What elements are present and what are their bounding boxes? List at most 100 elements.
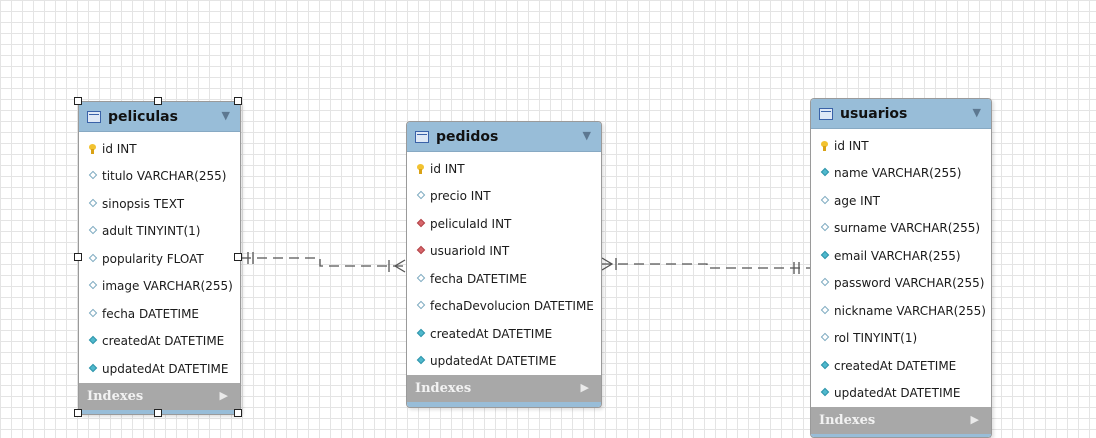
table-bottom-bar	[811, 434, 991, 437]
column-row[interactable]: fechaDevolucion DATETIME	[407, 293, 601, 321]
column-label: createdAt DATETIME	[834, 358, 957, 373]
column-label: password VARCHAR(255)	[834, 276, 985, 291]
empty-diamond-icon	[820, 278, 830, 288]
empty-diamond-icon	[88, 254, 98, 264]
table-header[interactable]: pedidos ▼	[407, 122, 601, 152]
column-row[interactable]: createdAt DATETIME	[811, 352, 991, 380]
empty-diamond-icon	[88, 281, 98, 291]
foreign-key-diamond-icon	[416, 246, 426, 256]
column-row[interactable]: peliculaId INT	[407, 210, 601, 238]
filled-diamond-icon	[820, 361, 830, 371]
column-row[interactable]: fecha DATETIME	[407, 265, 601, 293]
column-row[interactable]: updatedAt DATETIME	[811, 380, 991, 408]
empty-diamond-icon	[88, 226, 98, 236]
expand-arrow-icon[interactable]: ▶	[580, 381, 589, 394]
column-row[interactable]: surname VARCHAR(255)	[811, 215, 991, 243]
column-label: nickname VARCHAR(255)	[834, 303, 986, 318]
column-label: adult TINYINT(1)	[102, 224, 201, 239]
table-name: peliculas	[108, 108, 178, 125]
column-list: id INT name VARCHAR(255) age INT surname VA…	[811, 129, 991, 407]
column-label: email VARCHAR(255)	[834, 248, 961, 263]
column-row[interactable]: updatedAt DATETIME	[79, 355, 240, 383]
table-peliculas[interactable]: peliculas ▼ id INT titulo VARCHAR(255) sin…	[78, 101, 241, 415]
resize-handle[interactable]	[74, 409, 82, 417]
indexes-section[interactable]: Indexes ▶	[407, 375, 601, 402]
column-row[interactable]: id INT	[811, 132, 991, 160]
column-label: rol TINYINT(1)	[834, 331, 918, 346]
column-label: createdAt DATETIME	[430, 326, 553, 341]
resize-handle[interactable]	[234, 97, 242, 105]
collapse-arrow-icon[interactable]: ▼	[221, 109, 230, 122]
column-label: id INT	[834, 138, 869, 153]
empty-diamond-icon	[820, 196, 830, 206]
column-label: titulo VARCHAR(255)	[102, 169, 227, 184]
resize-handle[interactable]	[74, 253, 82, 261]
column-label: image VARCHAR(255)	[102, 279, 233, 294]
column-row[interactable]: age INT	[811, 187, 991, 215]
resize-handle[interactable]	[154, 409, 162, 417]
column-row[interactable]: popularity FLOAT	[79, 245, 240, 273]
column-list: id INT titulo VARCHAR(255) sinopsis TEXT ad…	[79, 132, 240, 383]
table-usuarios[interactable]: usuarios ▼ id INT name VARCHAR(255) age IN…	[810, 98, 992, 438]
filled-diamond-icon	[88, 364, 98, 374]
column-row[interactable]: usuarioId INT	[407, 238, 601, 266]
column-label: updatedAt DATETIME	[102, 361, 229, 376]
column-row[interactable]: password VARCHAR(255)	[811, 270, 991, 298]
column-row[interactable]: name VARCHAR(255)	[811, 160, 991, 188]
column-label: updatedAt DATETIME	[834, 386, 961, 401]
indexes-label: Indexes	[87, 388, 144, 404]
filled-diamond-icon	[820, 168, 830, 178]
indexes-label: Indexes	[819, 413, 876, 428]
filled-diamond-icon	[820, 388, 830, 398]
resize-handle[interactable]	[154, 97, 162, 105]
column-label: createdAt DATETIME	[102, 334, 225, 349]
resize-handle[interactable]	[234, 409, 242, 417]
column-label: precio INT	[430, 189, 491, 204]
empty-diamond-icon	[88, 199, 98, 209]
column-label: popularity FLOAT	[102, 251, 204, 266]
table-name: usuarios	[840, 105, 908, 122]
column-row[interactable]: id INT	[79, 135, 240, 163]
filled-diamond-icon	[416, 329, 426, 339]
column-label: age INT	[834, 193, 881, 208]
indexes-label: Indexes	[415, 381, 472, 396]
column-label: sinopsis TEXT	[102, 196, 185, 211]
indexes-section[interactable]: Indexes ▶	[79, 382, 240, 410]
indexes-section[interactable]: Indexes ▶	[811, 407, 991, 434]
column-row[interactable]: sinopsis TEXT	[79, 190, 240, 218]
column-row[interactable]: createdAt DATETIME	[407, 320, 601, 348]
resize-handle[interactable]	[74, 97, 82, 105]
table-bottom-bar	[407, 402, 601, 407]
filled-diamond-icon	[820, 251, 830, 261]
expand-arrow-icon[interactable]: ▶	[970, 413, 979, 426]
table-icon	[819, 107, 833, 120]
filled-diamond-icon	[416, 356, 426, 366]
column-label: id INT	[102, 141, 137, 156]
column-row[interactable]: precio INT	[407, 183, 601, 211]
expand-arrow-icon[interactable]: ▶	[219, 388, 228, 402]
column-row[interactable]: id INT	[407, 155, 601, 183]
column-row[interactable]: fecha DATETIME	[79, 300, 240, 328]
column-row[interactable]: rol TINYINT(1)	[811, 325, 991, 353]
filled-diamond-icon	[88, 336, 98, 346]
column-row[interactable]: titulo VARCHAR(255)	[79, 163, 240, 191]
table-pedidos[interactable]: pedidos ▼ id INT precio INT peliculaId INT…	[406, 121, 602, 408]
resize-handle[interactable]	[234, 253, 242, 261]
column-row[interactable]: image VARCHAR(255)	[79, 273, 240, 301]
column-row[interactable]: nickname VARCHAR(255)	[811, 297, 991, 325]
table-header[interactable]: usuarios ▼	[811, 99, 991, 129]
column-row[interactable]: adult TINYINT(1)	[79, 218, 240, 246]
column-label: updatedAt DATETIME	[430, 354, 557, 369]
collapse-arrow-icon[interactable]: ▼	[582, 129, 591, 142]
relationship-pedidos-usuarios	[602, 263, 810, 269]
collapse-arrow-icon[interactable]: ▼	[972, 106, 981, 119]
column-row[interactable]: email VARCHAR(255)	[811, 242, 991, 270]
column-row[interactable]: createdAt DATETIME	[79, 328, 240, 356]
key-icon	[416, 163, 426, 174]
table-header[interactable]: peliculas ▼	[79, 102, 240, 132]
key-icon	[820, 140, 830, 151]
column-row[interactable]: updatedAt DATETIME	[407, 348, 601, 376]
table-name: pedidos	[436, 128, 499, 145]
